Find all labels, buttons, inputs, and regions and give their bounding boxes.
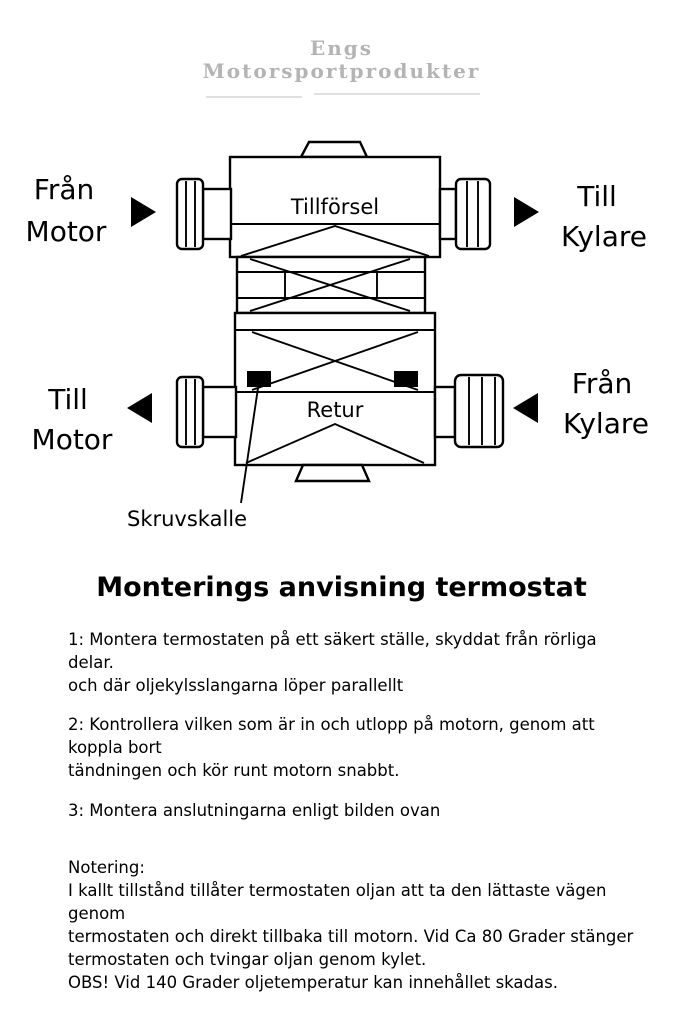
bottom-tab — [294, 463, 371, 483]
instruction-step-3: 3: Montera anslutningarna enligt bilden … — [68, 800, 441, 820]
note-paragraph: Notering: I kallt tillstånd tillåter ter… — [68, 857, 634, 993]
scan-artifact-line — [206, 96, 302, 98]
brand-name: Engs — [309, 36, 374, 60]
middle-block — [235, 255, 427, 315]
label-to-motor-line1: Till — [47, 383, 88, 416]
arrow-from-cooler-icon — [513, 393, 538, 423]
arrow-from-motor-icon — [131, 197, 156, 227]
fitting-top-left — [175, 177, 233, 251]
label-from-cooler-line2: Kylare — [563, 407, 649, 440]
fitting-top-right — [438, 177, 492, 251]
label-to-motor-line2: Motor — [32, 423, 113, 456]
label-screw-head: Skruvskalle — [127, 507, 247, 531]
screw-head-right — [394, 371, 418, 387]
return-block — [233, 311, 437, 483]
label-supply: Tillförsel — [290, 195, 379, 219]
arrow-to-motor-icon — [127, 393, 152, 423]
label-from-motor-line1: Från — [34, 173, 94, 206]
brand-subtitle: Motorsportprodukter — [202, 59, 481, 83]
arrow-to-cooler-icon — [514, 197, 539, 227]
page-title: Monterings anvisning termostat — [96, 572, 587, 603]
fitting-bottom-left — [175, 375, 238, 449]
top-tab — [299, 140, 369, 159]
label-return: Retur — [307, 398, 364, 422]
label-from-cooler-line1: Från — [572, 367, 632, 400]
label-to-cooler-line1: Till — [576, 180, 617, 213]
thermostat-diagram: Från Motor Till Kylare Till Motor Från K… — [26, 140, 649, 531]
screw-leader-line — [240, 387, 259, 504]
instruction-step-1: 1: Montera termostaten på ett säkert stä… — [68, 630, 597, 696]
instructions-section: 1: Montera termostaten på ett säkert stä… — [68, 628, 634, 1010]
label-from-motor-line2: Motor — [26, 215, 107, 248]
instruction-step-2: 2: Kontrollera vilken som är in och utlo… — [68, 715, 595, 781]
screw-head-left — [247, 371, 271, 387]
scan-artifact-line — [314, 93, 480, 95]
fitting-bottom-right — [433, 373, 505, 449]
label-to-cooler-line2: Kylare — [561, 220, 647, 253]
